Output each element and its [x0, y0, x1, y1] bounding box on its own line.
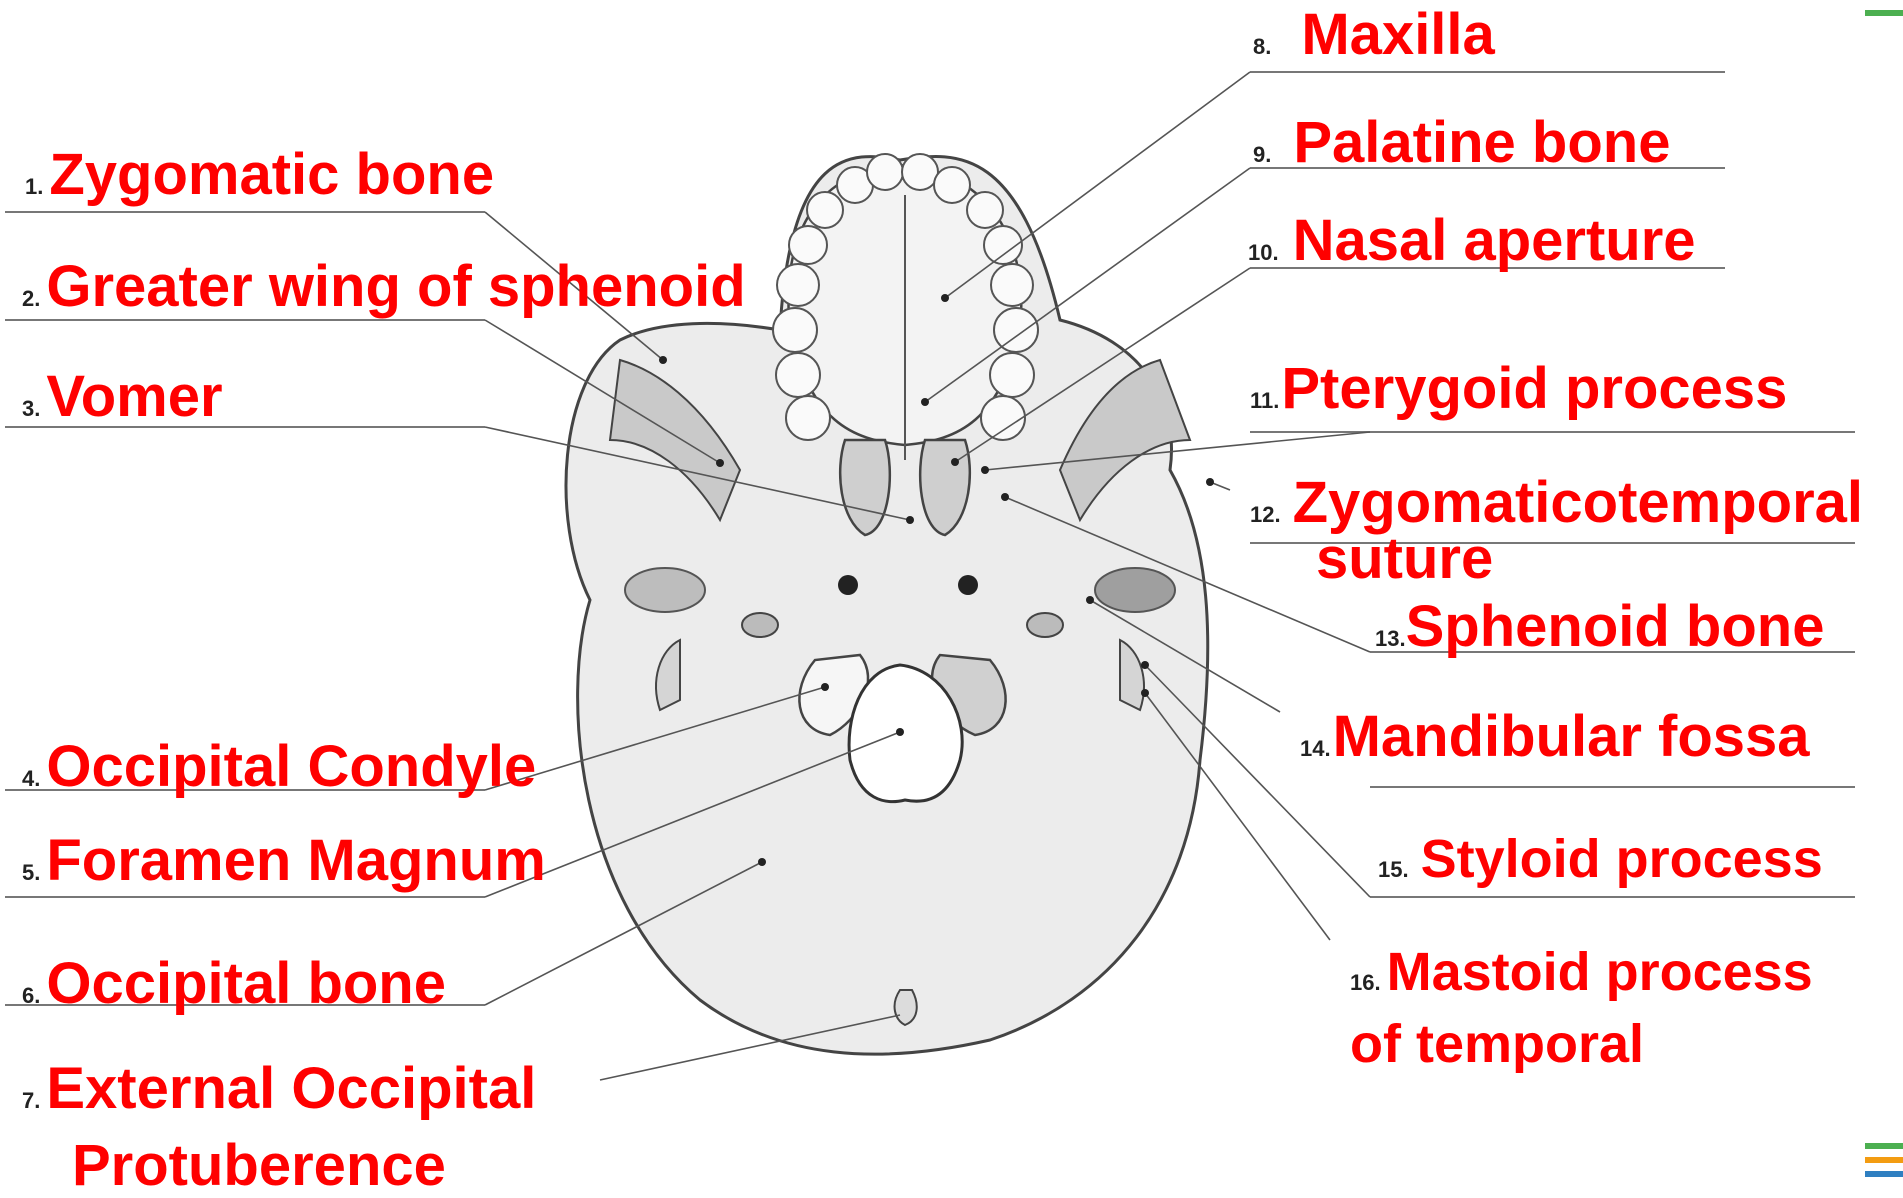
label-7-number: 7. [22, 1088, 40, 1113]
label-12: 12.Zygomaticotemporal [1250, 474, 1863, 532]
label-4: 4.Occipital Condyle [22, 738, 536, 796]
mandibular-fossa-right [1095, 568, 1175, 612]
label-10-name: Nasal aperture [1293, 208, 1696, 273]
label-15: 15. Styloid process [1378, 832, 1823, 886]
label-15-number: 15. [1378, 857, 1409, 882]
label-7: 7.External Occipital [22, 1060, 536, 1118]
label-14: 14.Mandibular fossa [1300, 708, 1810, 766]
label-7-name: External Occipital [46, 1056, 536, 1121]
label-13: 13.Sphenoid bone [1375, 598, 1824, 656]
label-16: 16.Mastoid process [1350, 945, 1813, 999]
label-10: 10.Nasal aperture [1248, 212, 1696, 270]
label-9: 9.Palatine bone [1253, 114, 1670, 172]
external-occipital-protuberance [895, 990, 917, 1025]
label-14-name: Mandibular fossa [1333, 704, 1810, 769]
label-8-number: 8. [1253, 34, 1271, 59]
label-16-name-line2: of temporal [1350, 1017, 1644, 1071]
label-8-name: Maxilla [1301, 2, 1494, 67]
label-13-name: Sphenoid bone [1406, 594, 1825, 659]
label-6: 6.Occipital bone [22, 955, 446, 1013]
label-10-number: 10. [1248, 240, 1279, 265]
label-11-number: 11. [1250, 388, 1279, 413]
label-9-name: Palatine bone [1293, 110, 1670, 175]
label-2-number: 2. [22, 286, 40, 311]
label-2: 2.Greater wing of sphenoid [22, 258, 746, 316]
label-8: 8.Maxilla [1253, 6, 1495, 64]
label-9-number: 9. [1253, 142, 1271, 167]
corner-accent-top [1865, 10, 1903, 16]
label-2-name: Greater wing of sphenoid [46, 254, 745, 319]
label-3-name: Vomer [46, 364, 222, 429]
label-11-name: Pterygoid process [1281, 356, 1787, 421]
label-3: 3.Vomer [22, 368, 223, 426]
label-6-name: Occipital bone [46, 951, 446, 1016]
label-1-name: Zygomatic bone [49, 142, 494, 207]
label-11: 11.Pterygoid process [1250, 360, 1787, 418]
label-4-number: 4. [22, 766, 40, 791]
label-5: 5.Foramen Magnum [22, 832, 546, 890]
label-3-number: 3. [22, 396, 40, 421]
mandibular-fossa-left [625, 568, 705, 612]
label-15-name: Styloid process [1421, 829, 1823, 889]
label-13-number: 13. [1375, 626, 1406, 651]
label-12-name-line2: suture [1316, 530, 1493, 588]
label-1: 1.Zygomatic bone [25, 146, 494, 204]
corner-accent-bottom [1865, 1143, 1903, 1177]
label-7-name-line2: Protuberence [72, 1137, 446, 1195]
label-1-number: 1. [25, 174, 43, 199]
label-12-number: 12. [1250, 502, 1281, 527]
label-5-number: 5. [22, 860, 40, 885]
label-16-name: Mastoid process [1387, 942, 1813, 1002]
label-14-number: 14. [1300, 736, 1331, 761]
label-4-name: Occipital Condyle [46, 734, 536, 799]
label-16-number: 16. [1350, 970, 1381, 995]
label-5-name: Foramen Magnum [46, 828, 546, 893]
label-6-number: 6. [22, 983, 40, 1008]
